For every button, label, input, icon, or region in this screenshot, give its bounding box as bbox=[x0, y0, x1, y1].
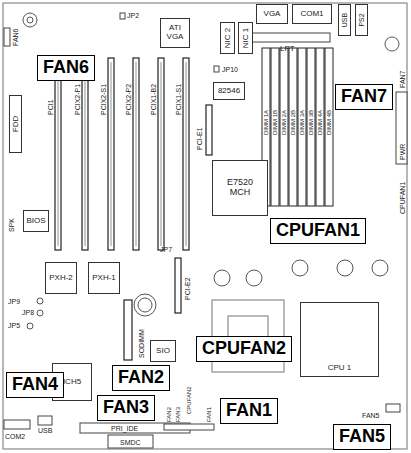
part-label: BIOS bbox=[26, 217, 45, 226]
part-label: CPU 1 bbox=[301, 364, 378, 373]
chip-box: USB bbox=[338, 4, 351, 36]
board-label: FAN6 bbox=[12, 28, 19, 46]
board-label: JP10 bbox=[222, 66, 238, 73]
part-label: ATI VGA bbox=[165, 24, 185, 42]
fan-label: FAN5 bbox=[339, 426, 385, 446]
part-label: PXH-2 bbox=[49, 274, 73, 283]
board-label: PCIX2-P2 bbox=[125, 84, 132, 115]
board-label: FAN1 bbox=[206, 407, 212, 422]
board-label: SPK bbox=[8, 218, 15, 232]
board-label: CPUFAN2 bbox=[186, 386, 192, 414]
fan-label: FAN2 bbox=[118, 367, 164, 387]
board-label: JP5 bbox=[8, 322, 20, 329]
board-label: FAN5 bbox=[362, 412, 380, 419]
board-label: PCIX2-P1 bbox=[74, 84, 81, 115]
board-label: PCIX1-B2 bbox=[150, 84, 157, 115]
board-label: PCI-E2 bbox=[184, 277, 191, 300]
fan-callout: FAN6 bbox=[37, 55, 95, 81]
board-label: DIMM 4B bbox=[326, 110, 332, 135]
fan-callout: FAN1 bbox=[220, 398, 278, 424]
board-label: SODIMM bbox=[138, 329, 145, 358]
board-label: PCI-E1 bbox=[196, 127, 203, 150]
board-label: CPUFAN1 bbox=[399, 182, 406, 214]
chip-box: COM1 bbox=[292, 4, 332, 24]
board-label: USB bbox=[38, 427, 52, 434]
fan-label: CPUFAN1 bbox=[276, 220, 360, 240]
part-label: PXH-1 bbox=[92, 274, 116, 283]
board-label: LPT bbox=[280, 45, 295, 53]
chip-box: NIC 1 bbox=[238, 22, 253, 54]
chip-box: ATI VGA bbox=[160, 18, 190, 48]
fan-label: CPUFAN2 bbox=[202, 338, 286, 358]
part-label: 82546 bbox=[218, 87, 240, 96]
board-label: JP7 bbox=[160, 246, 172, 253]
board-label: SMDC bbox=[120, 439, 141, 446]
board-label: DIMM 3A bbox=[299, 110, 305, 135]
board-label: PRI_IDE bbox=[110, 425, 139, 432]
fan-callout: FAN2 bbox=[112, 365, 170, 391]
board-label: DIMM 1A bbox=[263, 110, 269, 135]
chip-box: 82546 bbox=[213, 82, 245, 100]
part-label: USB bbox=[341, 13, 349, 27]
fan-label: FAN1 bbox=[226, 400, 272, 420]
part-label: FDD bbox=[11, 116, 20, 132]
board-label: PCI1 bbox=[47, 99, 54, 115]
board-label: JP8 bbox=[22, 309, 34, 316]
board-label: DIMM 2B bbox=[290, 110, 296, 135]
fan-callout: FAN3 bbox=[97, 395, 155, 421]
board-label: FAN7 bbox=[399, 70, 406, 88]
chip-box: SIO bbox=[150, 340, 176, 362]
fan-callout: CPUFAN1 bbox=[270, 218, 366, 244]
chip-box: E7520 MCH bbox=[212, 160, 268, 216]
part-label: COM1 bbox=[300, 10, 323, 19]
board-label: PCIX2-S1 bbox=[100, 84, 107, 115]
chip-box: CPU 1 bbox=[300, 302, 379, 377]
chip-box: BIOS bbox=[23, 210, 49, 232]
fan-callout: FAN4 bbox=[6, 372, 64, 398]
board-label: DIMM 2A bbox=[281, 110, 287, 135]
part-label: ICH5 bbox=[63, 378, 81, 387]
chip-box: PXH-1 bbox=[88, 262, 120, 294]
fan-callout: CPUFAN2 bbox=[196, 336, 292, 362]
board-label: FAN2 bbox=[166, 407, 172, 422]
chip-box: VGA bbox=[256, 4, 288, 24]
board-label: PCIX1-S1 bbox=[175, 84, 182, 115]
board-label: DIMM 4A bbox=[317, 110, 323, 135]
part-label: E7520 MCH bbox=[223, 178, 257, 198]
part-label: NIC 1 bbox=[241, 28, 250, 48]
fan-label: FAN6 bbox=[43, 57, 89, 77]
board-label: JP2 bbox=[127, 12, 139, 19]
chip-box: PS2 bbox=[355, 4, 368, 36]
fan-callout: FAN7 bbox=[335, 84, 393, 110]
board-label: PWR bbox=[399, 144, 406, 160]
chip-box: PXH-2 bbox=[45, 262, 77, 294]
chip-box: FDD bbox=[9, 95, 22, 153]
part-label: NIC 2 bbox=[223, 28, 232, 48]
board-label: DIMM 3B bbox=[308, 110, 314, 135]
fan-label: FAN3 bbox=[103, 397, 149, 417]
fan-callout: FAN5 bbox=[333, 424, 391, 450]
board-label: FAN3 bbox=[175, 407, 181, 422]
chip-box: NIC 2 bbox=[220, 22, 235, 54]
fan-label: FAN4 bbox=[12, 374, 58, 394]
part-label: VGA bbox=[264, 10, 281, 19]
board-label: JP9 bbox=[8, 298, 20, 305]
board-label: DIMM 1B bbox=[272, 110, 278, 135]
part-label: PS2 bbox=[358, 13, 366, 26]
part-label: SIO bbox=[156, 347, 170, 356]
board-label: COM2 bbox=[5, 433, 25, 440]
fan-label: FAN7 bbox=[341, 86, 387, 106]
